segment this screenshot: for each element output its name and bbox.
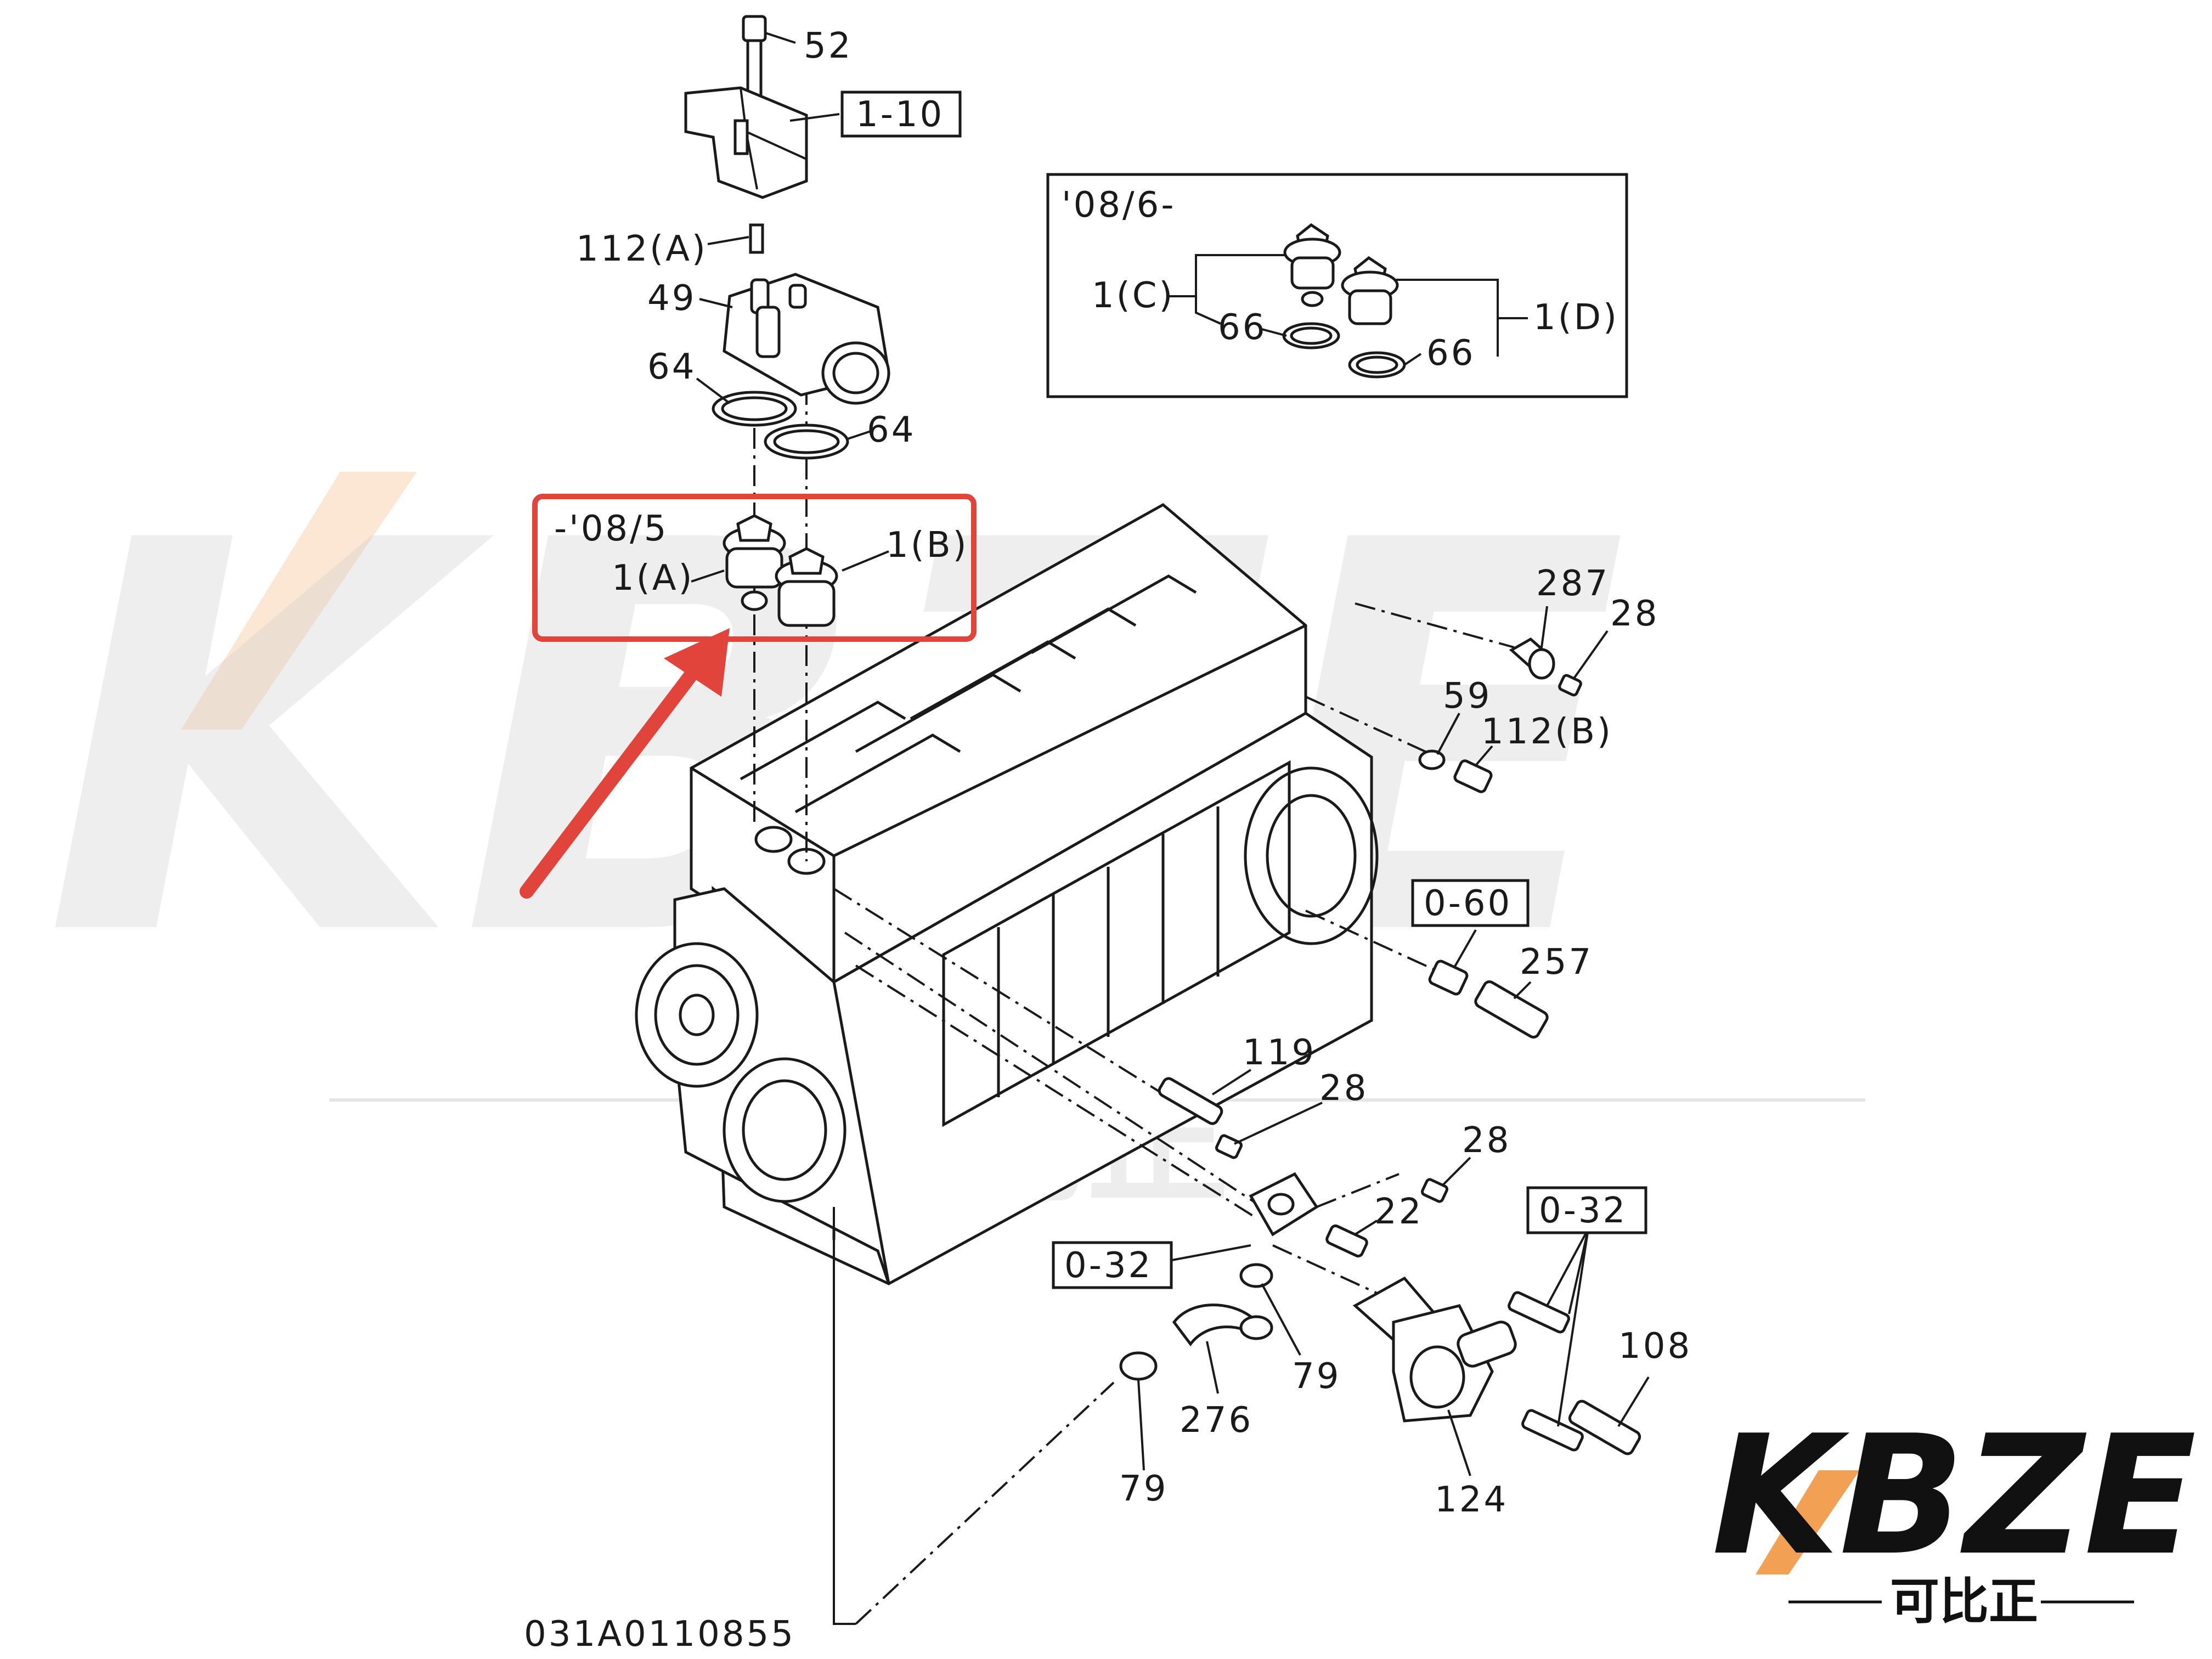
ref-box-0-60 — [1411, 879, 1530, 927]
clamp-79-upper — [1239, 1263, 1273, 1288]
label-257: 257 — [1520, 942, 1593, 983]
label-287: 287 — [1536, 563, 1610, 604]
flange-0-32 — [1249, 1172, 1319, 1237]
label-64-left: 64 — [647, 347, 696, 387]
thermostat-1b — [775, 547, 838, 627]
label-1b: 1(B) — [886, 525, 969, 566]
label-28-top: 28 — [1610, 594, 1659, 634]
ref-box-0-32-right — [1526, 1186, 1647, 1234]
fitting-108 — [1568, 1400, 1641, 1455]
label-64-right: 64 — [867, 410, 916, 450]
brand-logo: KBZE 可比正 — [1712, 1400, 2197, 1630]
leader-lines — [696, 32, 1650, 1476]
callout-labels: 52 1-10 112(A) 49 64 64 287 28 59 112(B)… — [524, 26, 1692, 1655]
label-112b: 112(B) — [1481, 712, 1613, 752]
bolt-0-32-lower — [1521, 1409, 1584, 1452]
old-date-label: -'08/5 — [554, 509, 668, 549]
engine-block — [635, 503, 1379, 1285]
plug-28-top — [1558, 674, 1582, 697]
hose-276 — [1172, 1304, 1273, 1347]
label-1d: 1(D) — [1533, 297, 1619, 338]
washer-59 — [1418, 749, 1446, 770]
highlight-box — [532, 494, 977, 642]
label-276: 276 — [1180, 1400, 1253, 1441]
bolt-0-32-upper — [1508, 1291, 1570, 1334]
label-79-right: 79 — [1292, 1356, 1341, 1397]
ref-box-1-10 — [840, 91, 962, 138]
inset-new-thermostats: '08/6- 1(C) 66 1(D) 66 — [1046, 173, 1628, 398]
label-0-32-left: 0-32 — [1064, 1245, 1153, 1286]
sensor-0-60 — [1428, 960, 1469, 996]
label-22: 22 — [1374, 1192, 1423, 1232]
bolt-22 — [1325, 1224, 1368, 1258]
label-59: 59 — [1443, 676, 1492, 716]
plug-287 — [1509, 637, 1555, 680]
clamp-79-lower — [1119, 1351, 1158, 1381]
label-52: 52 — [804, 26, 853, 66]
label-108: 108 — [1618, 1326, 1692, 1367]
plug-28-low — [1421, 1178, 1448, 1203]
label-1-10: 1-10 — [856, 94, 944, 135]
label-0-60: 0-60 — [1424, 883, 1512, 924]
figure-code: 031A0110855 — [524, 1614, 795, 1655]
label-79-bottom: 79 — [1119, 1469, 1168, 1509]
label-1a: 1(A) — [612, 558, 694, 599]
thermostat-1a — [723, 514, 786, 611]
inset-frame — [1046, 173, 1628, 398]
plug-112b — [1453, 759, 1493, 793]
label-66-b: 66 — [1426, 333, 1475, 374]
label-0-32-right: 0-32 — [1539, 1190, 1627, 1231]
new-date-label: '08/6- — [1062, 185, 1176, 225]
thermostat-1c — [1283, 223, 1341, 307]
label-28-mid: 28 — [1319, 1068, 1368, 1109]
ref-box-0-32-left — [1052, 1241, 1173, 1289]
water-outlet-124 — [1352, 1276, 1517, 1423]
sensor-257 — [1474, 980, 1549, 1039]
crank-pulley — [635, 942, 759, 1088]
label-1c: 1(C) — [1092, 275, 1175, 316]
highlight-arrow — [520, 628, 730, 899]
logo-subtext: 可比正 — [1890, 1573, 2038, 1630]
label-124: 124 — [1435, 1480, 1508, 1520]
seal-rings-64 — [712, 391, 849, 460]
label-66-a: 66 — [1218, 307, 1267, 348]
label-112a: 112(A) — [576, 229, 708, 269]
pipe-119 — [1158, 1077, 1223, 1125]
thermostat-cover-49 — [723, 223, 890, 405]
bracket-1-10 — [684, 15, 808, 199]
thermostat-1d — [1341, 256, 1399, 325]
inset-old-thermostats: -'08/5 1(A) 1(B) — [532, 494, 977, 642]
label-28-low: 28 — [1462, 1120, 1511, 1161]
label-119: 119 — [1243, 1032, 1316, 1073]
plug-28-mid — [1215, 1134, 1243, 1159]
label-49: 49 — [647, 278, 696, 319]
logo-text: KBZE — [1712, 1400, 2197, 1592]
